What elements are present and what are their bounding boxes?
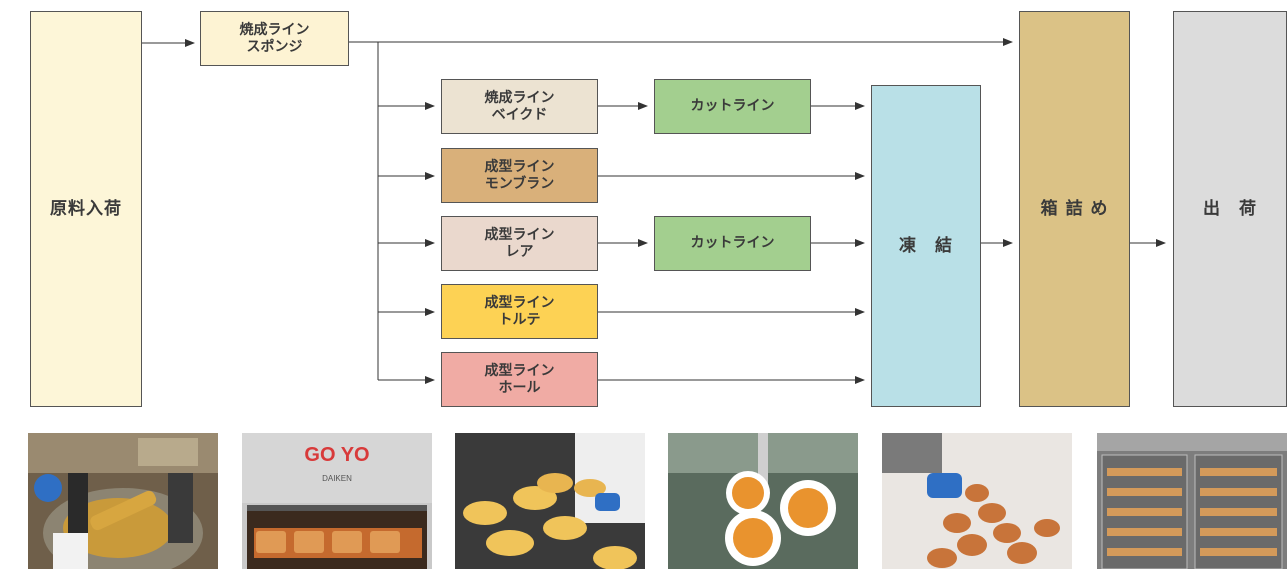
mold-torte-line2: トルテ (498, 311, 541, 328)
box-cut-1: カットライン (654, 79, 811, 134)
mold-montblanc-line1: 成型ライン (484, 158, 555, 175)
box-bake-sponge: 焼成ライン スポンジ (200, 11, 349, 66)
oven-brand-text: GO YO (304, 444, 369, 466)
photo-decorating (882, 433, 1072, 569)
bake-sponge-line2: スポンジ (246, 38, 303, 55)
box-boxing: 箱 詰 め (1019, 11, 1130, 407)
mold-torte-line1: 成型ライン (484, 294, 555, 311)
bake-sponge-line1: 焼成ライン (239, 21, 310, 38)
boxing-label: 箱 詰 め (1040, 198, 1109, 219)
box-ship: 出 荷 (1173, 11, 1287, 407)
box-cut-2: カットライン (654, 216, 811, 271)
box-mold-rare: 成型ライン レア (441, 216, 598, 271)
mold-whole-line1: 成型ライン (484, 362, 555, 379)
mold-whole-line2: ホール (498, 379, 541, 396)
photo-filling-tarts (455, 433, 645, 569)
mold-rare-line2: レア (505, 243, 534, 260)
oven-sub-text: DAIKEN (322, 474, 352, 483)
box-freeze: 凍 結 (871, 85, 981, 407)
box-mold-torte: 成型ライン トルテ (441, 284, 598, 339)
flow-connectors (142, 38, 1166, 384)
cut-2-label: カットライン (690, 235, 775, 251)
box-bake-baked: 焼成ライン ベイクド (441, 79, 598, 134)
mold-montblanc-line2: モンブラン (484, 175, 555, 192)
box-receive: 原料入荷 (30, 11, 142, 407)
photo-oven: GO YO DAIKEN (242, 433, 432, 569)
receive-label: 原料入荷 (50, 198, 122, 219)
photo-cutting (668, 433, 858, 569)
bake-baked-line2: ベイクド (491, 106, 548, 123)
box-mold-whole: 成型ライン ホール (441, 352, 598, 407)
freeze-label: 凍 結 (899, 235, 953, 256)
box-mold-montblanc: 成型ライン モンブラン (441, 148, 598, 203)
cut-1-label: カットライン (690, 98, 775, 114)
ship-label: 出 荷 (1203, 198, 1257, 219)
bake-baked-line1: 焼成ライン (484, 89, 555, 106)
photo-mixing (28, 433, 218, 569)
mold-rare-line1: 成型ライン (484, 226, 555, 243)
photo-storage-rack (1097, 433, 1287, 569)
